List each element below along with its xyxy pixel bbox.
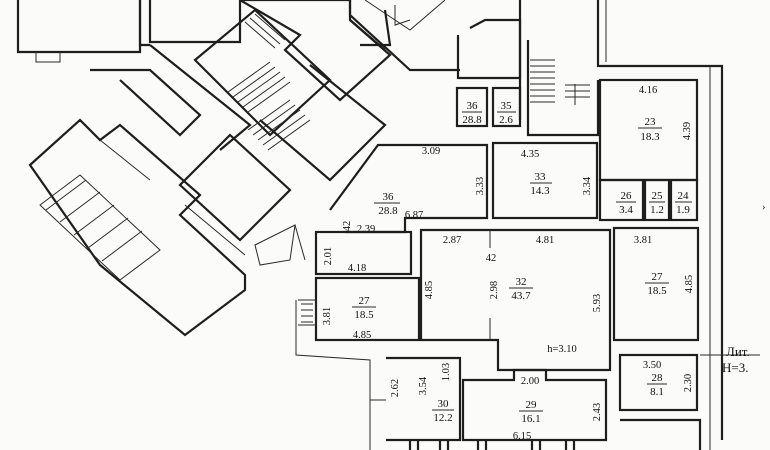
room-36-area: 28.8 — [378, 205, 398, 217]
room-27-dim-height: 4.85 — [684, 275, 695, 293]
room-23-dim-width: 4.16 — [639, 85, 657, 96]
room-31-dim-width: 4.85 — [353, 330, 371, 341]
room-29-dim-right: 2.43 — [592, 403, 603, 421]
room-32-dim-mid: 2.98 — [489, 281, 500, 299]
room-24-number: 24 — [678, 190, 690, 202]
room-32-dim-top-left: 2.87 — [443, 235, 461, 246]
edge-mark: › — [762, 202, 766, 213]
room-24-area: 1.9 — [676, 204, 690, 216]
room-35-area: 28.8 — [462, 114, 482, 126]
room-35-number: 36 — [467, 100, 479, 112]
room-25-area: 1.2 — [650, 204, 664, 216]
legend: Лит. Н=3. — [722, 344, 750, 375]
stairs-1 — [227, 61, 291, 113]
room-33-dim-left: 3.33 — [475, 177, 486, 195]
room-36-dim-bottom: 6.87 — [405, 210, 423, 221]
room-23: 4.16 23 18.3 4.39 — [598, 78, 699, 182]
room-31-number: 27 — [359, 295, 371, 307]
room-30-dim-right: 1.03 — [441, 363, 452, 381]
room-vestibule: 2.01 4.18 — [314, 230, 413, 276]
room-25-number: 25 — [652, 190, 664, 202]
room-36-number: 36 — [383, 191, 395, 203]
room-33-dim-height: 3.34 — [582, 176, 593, 195]
room-35: 36 28.8 — [455, 86, 489, 128]
room-32-dim-right: 5.93 — [592, 294, 603, 312]
room-30-number: 30 — [438, 398, 450, 410]
stairs-3 — [244, 13, 286, 49]
room-27-area: 18.5 — [647, 285, 667, 297]
room-33-area: 14.3 — [530, 185, 550, 197]
room-27-dim-width: 3.81 — [634, 235, 652, 246]
ceiling-height: h=3.10 — [547, 344, 577, 355]
stairs-4 — [530, 59, 590, 105]
room-26: 26 3.4 — [598, 178, 645, 222]
room-28-area: 8.1 — [650, 386, 664, 398]
room-23-dim-height: 4.39 — [682, 122, 693, 140]
room-36: 3.09 36 28.8 6.87 2.39 42 — [329, 143, 489, 235]
legend-line1: Лит. — [726, 344, 750, 359]
room-24: 24 1.9 — [669, 178, 699, 222]
room-31: 3.81 27 18.5 4.85 — [298, 276, 421, 342]
outer-walls — [295, 66, 760, 450]
room-30-dim-left: 2.62 — [390, 379, 401, 397]
top-left-block — [16, 0, 242, 63]
room-32-dim-left: 4.85 — [424, 281, 435, 299]
room-33-number: 33 — [535, 171, 547, 183]
room-25: 25 1.2 — [643, 178, 671, 222]
room-29-number: 29 — [526, 399, 538, 411]
room-26-number: 26 — [621, 190, 633, 202]
room-29-dim-bottom: 6.15 — [513, 431, 531, 442]
room-31-dim-height: 3.81 — [322, 307, 333, 325]
room-27-number: 27 — [652, 271, 664, 283]
room-31-area: 18.5 — [354, 309, 374, 321]
room-29: 2.00 29 16.1 2.43 6.15 — [461, 368, 608, 450]
room-36-dim-left: 2.39 — [357, 224, 375, 235]
room-26-area: 3.4 — [619, 204, 633, 216]
room-29-dim-top: 2.00 — [521, 376, 539, 387]
stairs-2 — [247, 99, 311, 151]
room-29-area: 16.1 — [521, 413, 540, 425]
room-32-dim-top-right: 4.81 — [536, 235, 554, 246]
room-32-number: 32 — [516, 276, 527, 288]
room-34-number: 35 — [501, 100, 513, 112]
room-23-number: 23 — [645, 116, 657, 128]
vestibule-dim-width: 4.18 — [348, 263, 366, 274]
room-32-dim-door: 42 — [486, 253, 497, 264]
room-32-area: 43.7 — [511, 290, 531, 302]
room-34: 35 2.6 — [491, 86, 522, 128]
room-28-number: 28 — [652, 372, 664, 384]
legend-line2: Н=3. — [722, 360, 748, 375]
room-28-dim-width: 3.50 — [643, 360, 661, 371]
room-33: 4.35 33 14.3 3.34 3.33 — [475, 141, 599, 220]
top-right-block — [348, 0, 724, 440]
room-36-dim-top: 3.09 — [422, 146, 440, 157]
vestibule-dim-height: 2.01 — [323, 247, 334, 265]
room-32: 2.87 4.81 42 4.85 2.98 32 43.7 5.93 h=3.… — [419, 228, 612, 372]
room-27: 3.81 27 18.5 4.85 — [612, 226, 700, 342]
room-23-area: 18.3 — [640, 131, 660, 143]
room-33-dim-width: 4.35 — [521, 149, 539, 160]
room-28: 3.50 28 8.1 2.30 — [618, 353, 702, 450]
room-30: 2.62 3.54 1.03 30 12.2 — [370, 356, 462, 450]
diagonal-wing — [28, 44, 252, 337]
room-28-dim-height: 2.30 — [683, 374, 694, 392]
room-30-dim-mid: 3.54 — [418, 376, 429, 395]
room-34-area: 2.6 — [499, 114, 513, 126]
room-36-dim-corner: 42 — [342, 221, 353, 232]
room-30-area: 12.2 — [433, 412, 452, 424]
